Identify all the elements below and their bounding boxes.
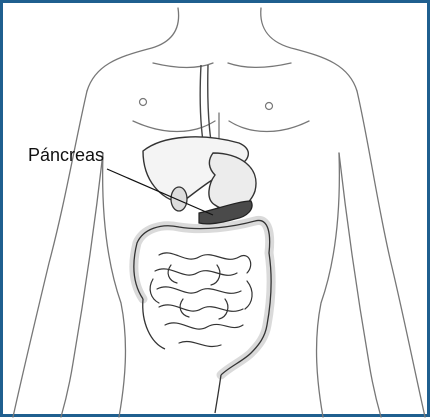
rectum xyxy=(215,375,221,413)
torso-illustration xyxy=(3,3,430,420)
nipples xyxy=(140,99,273,110)
small-intestine xyxy=(150,253,252,347)
large-intestine xyxy=(134,220,271,375)
pancreas-label: Páncreas xyxy=(28,146,104,164)
gallbladder xyxy=(171,187,187,211)
